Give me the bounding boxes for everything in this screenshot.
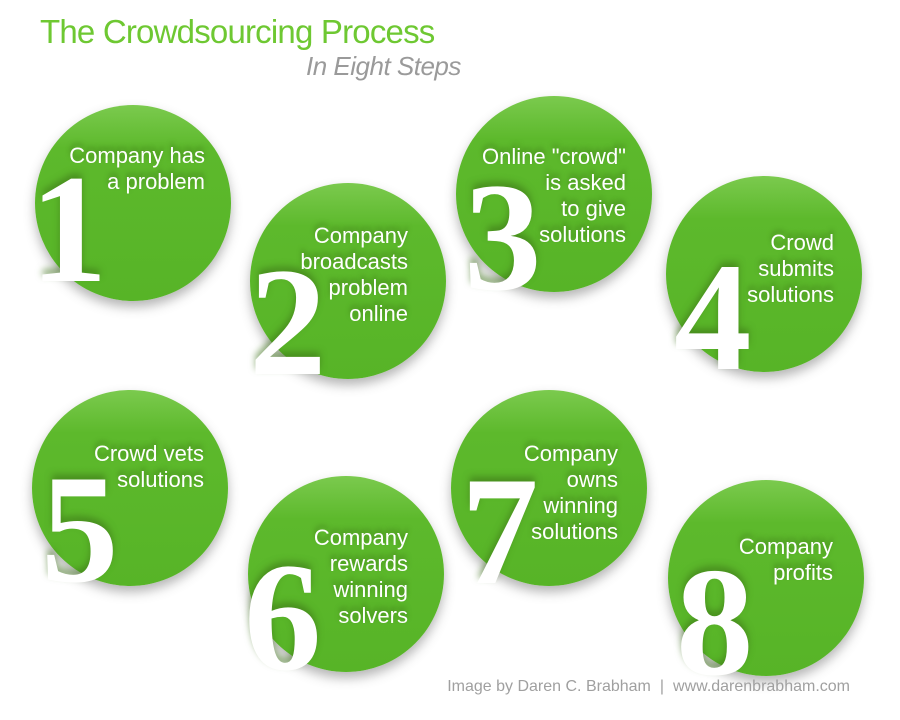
website-text: www.darenbrabham.com [673, 678, 850, 695]
step-label-line: Company has [69, 143, 205, 168]
footer-credit: Image by Daren C. Brabham | www.darenbrabh… [447, 678, 850, 696]
step-6-circle: 6 Company rewards winning solvers [244, 476, 444, 695]
step-2-number: 2 [249, 236, 327, 408]
step-3-circle: 3 Online "crowd" is asked to give soluti… [456, 96, 652, 315]
step-1-circle: 1 Company has a problem [30, 105, 231, 307]
credit-text: Image by Daren C. Brabham [447, 678, 651, 695]
step-label-line: submits [758, 256, 834, 281]
page-title: The Crowdsourcing Process [40, 13, 435, 50]
step-label-line: rewards [329, 551, 408, 576]
step-7-number: 7 [461, 445, 539, 617]
step-5-label: Crowd vets solutions [94, 441, 204, 493]
step-8-number: 8 [676, 536, 754, 708]
step-1-number: 1 [30, 143, 108, 315]
step-label-line: Online "crowd" [481, 144, 626, 169]
step-3-label: Online "crowd" is asked to give solution… [482, 144, 626, 248]
step-label-line: Crowd vets [93, 441, 204, 466]
step-label-line: profits [773, 560, 833, 585]
step-label-line: solutions [117, 467, 204, 492]
step-label-line: solutions [747, 282, 834, 307]
page-subtitle: In Eight Steps [306, 51, 461, 81]
step-7-circle: 7 Company owns winning solutions [451, 390, 647, 609]
step-1-label: Company has a problem [69, 143, 205, 195]
step-label-line: solvers [338, 603, 408, 628]
step-label-line: Crowd [770, 230, 834, 255]
step-label-line: winning [333, 577, 408, 602]
step-8-circle: 8 Company profits [668, 480, 864, 700]
step-label-line: broadcasts [300, 249, 408, 274]
step-2-circle: 2 Company broadcasts problem online [249, 183, 446, 400]
step-label-line: Company [523, 441, 618, 466]
step-label-line: solutions [531, 519, 618, 544]
step-label-line: a problem [107, 169, 205, 194]
step-5-number: 5 [41, 443, 119, 615]
step-6-label: Company rewards winning solvers [314, 525, 408, 629]
step-label-line: solutions [539, 222, 626, 247]
step-label-line: owns [566, 467, 618, 492]
step-6-number: 6 [244, 531, 322, 703]
step-7-label: Company owns winning solutions [524, 441, 618, 545]
step-label-line: is asked [545, 170, 626, 195]
step-2-label: Company broadcasts problem online [300, 223, 408, 327]
step-3-number: 3 [464, 151, 542, 323]
step-4-circle: 4 Crowd submits solutions [666, 176, 862, 395]
step-8-label: Company profits [739, 534, 833, 586]
separator: | [659, 678, 665, 695]
step-label-line: winning [543, 493, 618, 518]
step-label-line: Company [738, 534, 833, 559]
step-label-line: online [349, 301, 408, 326]
step-label-line: Company [313, 525, 408, 550]
step-label-line: Company [313, 223, 408, 248]
step-label-line: problem [328, 275, 408, 300]
step-label-line: to give [561, 196, 626, 221]
step-4-number: 4 [674, 231, 752, 403]
step-4-label: Crowd submits solutions [747, 230, 834, 308]
step-5-circle: 5 Crowd vets solutions [32, 390, 228, 607]
